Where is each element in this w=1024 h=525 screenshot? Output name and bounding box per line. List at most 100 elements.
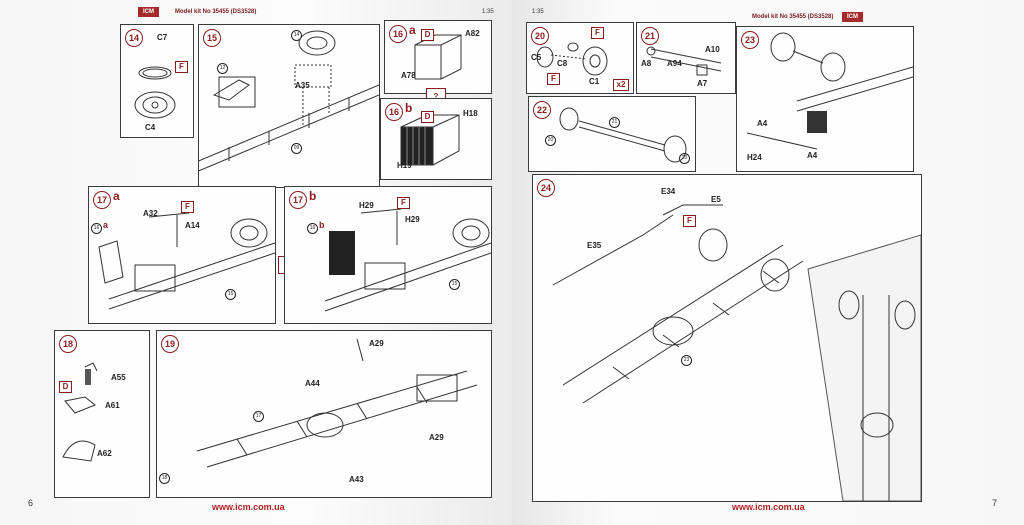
icm-logo: ICM [138,7,159,17]
step-number: 20 [531,27,549,45]
step-16a-drawing [414,34,462,80]
part-label: A61 [105,401,120,410]
step-21-drawing [646,46,722,76]
part-ref-circle: 12 [217,63,228,74]
part-label: A62 [97,449,112,458]
step-15-drawing [199,30,379,172]
step-20-panel: 20 F C5 C8 C1 F x2 [526,22,634,94]
step-17b-panel: 17 b H29 F H29 16 b 15 [284,186,492,324]
part-label: C5 [531,53,542,62]
scale-label: 1:35 [482,9,494,15]
part-label: E5 [711,195,721,204]
step-number: 24 [537,179,555,197]
part-label: H29 [405,215,420,224]
part-ref-circle: 23 [681,355,692,366]
part-label: A94 [667,59,682,68]
step-number: 16 [389,25,407,43]
part-label: A35 [295,81,310,90]
sub-step-ref: b [319,220,325,230]
part-ref-circle: 16 [91,223,102,234]
paint-code-box: F [181,201,194,213]
step-20-drawing [536,42,608,76]
part-ref-circle: 21 [609,117,620,128]
page-header: Model kit No 35455 (DS3528) [752,14,834,20]
paint-code-box: F [397,197,410,209]
page-number: 6 [28,498,34,508]
step-18-panel: 18 D A55 A61 A62 [54,330,150,498]
step-24-drawing [552,204,921,501]
part-ref-circle: 20 [545,135,556,146]
website-link[interactable]: www.icm.com.ua [212,502,285,512]
part-label: A29 [429,433,444,442]
step-22-drawing [559,107,687,163]
sub-step-letter: b [405,101,413,115]
step-number: 14 [125,29,143,47]
part-ref-circle: 20 [679,153,690,164]
part-label: A29 [369,339,384,348]
step-19-drawing [196,338,478,468]
part-label: E35 [587,241,602,250]
quantity-box: x2 [613,79,629,91]
website-link[interactable]: www.icm.com.ua [732,502,805,512]
step-16a-panel: 16 a D A82 A78 [384,20,492,94]
part-label: A32 [143,209,158,218]
part-label: A4 [757,119,768,128]
part-label: H18 [463,109,478,118]
part-label: A4 [807,151,818,160]
paint-code-box: F [683,215,696,227]
step-24-panel: 24 E34 E5 F E35 23 [532,174,922,502]
part-ref-circle: 15 [225,289,236,300]
step-number: 17 [289,191,307,209]
step-21-panel: 21 A10 A8 A94 A7 [636,22,736,94]
part-label: A78 [401,71,416,80]
step-number: 17 [93,191,111,209]
step-15-panel: 15 A35 12 14 09 [198,24,380,188]
step-19-panel: 19 A29 A44 A29 A43 17 18 [156,330,492,498]
step-14-panel: 14 C7 F C4 [120,24,194,138]
step-number: 16 [385,103,403,121]
part-label: H19 [397,161,412,170]
paint-code-box: F [175,61,188,73]
part-label: A55 [111,373,126,382]
part-label: A7 [697,79,708,88]
icm-logo: ICM [842,12,863,22]
step-14-drawing [134,66,176,119]
part-ref-circle: 09 [291,143,302,154]
page-number: 7 [992,498,998,508]
part-ref-circle: 15 [449,279,460,290]
part-label: A44 [305,379,320,388]
sub-step-letter: a [409,23,416,37]
step-number: 19 [161,335,179,353]
part-label: A14 [185,221,200,230]
part-label: A8 [641,59,652,68]
step-number: 22 [533,101,551,119]
paint-code-box: F [547,73,560,85]
page-header: Model kit No 35455 (DS3528) [175,9,257,15]
part-label: A82 [465,29,480,38]
step-16b-panel: 16 b D H18 H19 [380,98,492,180]
sub-step-letter: b [309,189,317,203]
step-17a-drawing [98,212,275,310]
step-17b-drawing [324,208,491,312]
step-18-drawing [62,362,98,462]
step-number: 21 [641,27,659,45]
paint-code-box: F [591,27,604,39]
part-label: C8 [557,59,568,68]
step-number: 18 [59,335,77,353]
step-number: 15 [203,29,221,47]
part-ref-circle: 18 [159,473,170,484]
scale-label: 1:35 [532,9,544,15]
part-label: A43 [349,475,364,484]
paint-code-box: D [59,381,72,393]
left-page: ICM Model kit No 35455 (DS3528) 1:35 14 … [0,0,512,525]
sub-step-letter: a [113,189,120,203]
paint-code-box: D [421,111,434,123]
part-label: H29 [359,201,374,210]
step-22-panel: 22 20 21 20 [528,96,696,172]
part-label: E34 [661,187,676,196]
part-label: C7 [157,33,168,42]
part-ref-circle: 14 [291,30,302,41]
part-label: H24 [747,153,762,162]
sub-step-ref: a [103,220,109,230]
part-ref-circle: 16 [307,223,318,234]
